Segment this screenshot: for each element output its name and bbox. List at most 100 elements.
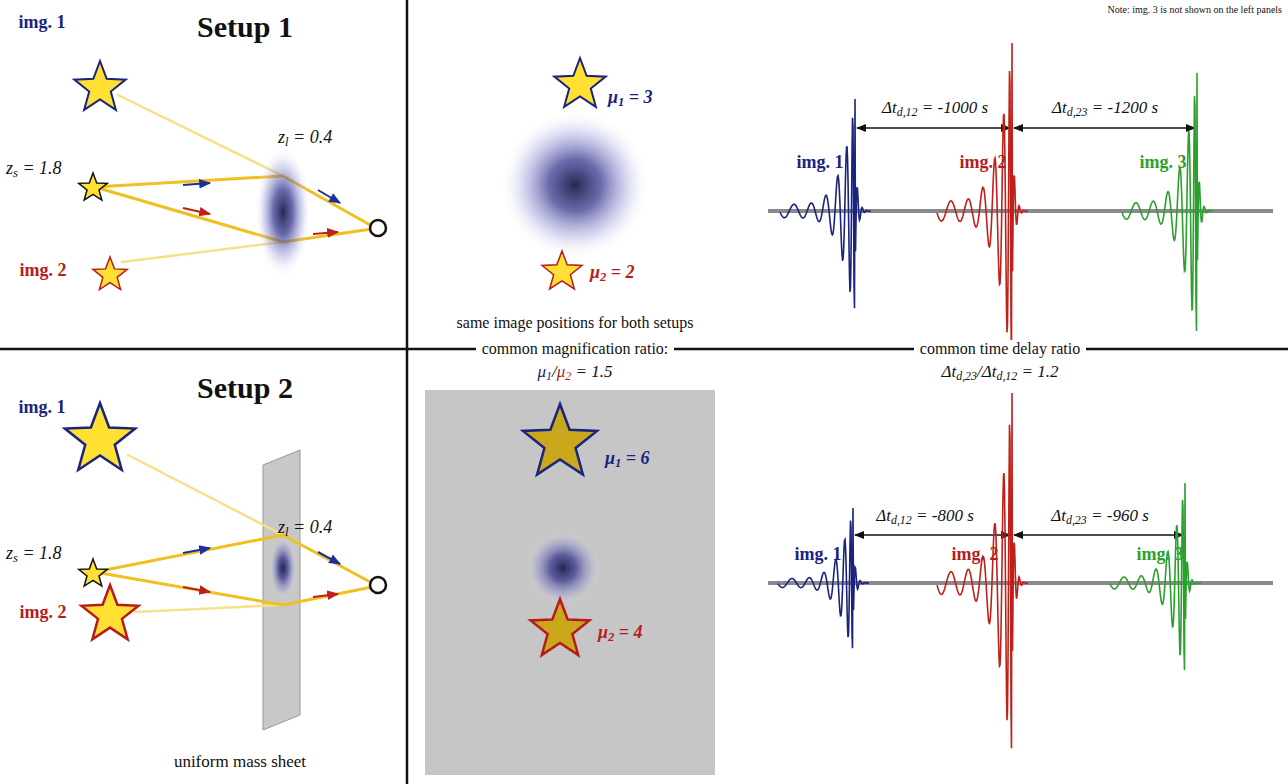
text-part: Δt [876,506,891,525]
text-part: = 1.2 [1017,362,1058,381]
text-part: μ [590,262,600,282]
text-part: d,12 [897,105,918,119]
label-text: μ2 = 2 [590,262,635,283]
text-part: = -1000 s [918,98,989,117]
text-part: μ [608,87,618,107]
label-text: img. 3 [1140,152,1187,173]
star-image [93,257,127,290]
text-part: d,12 [996,369,1017,383]
star-image [523,404,597,475]
text-part: = 6 [621,448,649,468]
ray-arrows [183,548,340,597]
label-text: common magnification ratio: [476,340,675,358]
label-text: same image positions for both setups [457,314,694,332]
label-text: img. 2 [20,602,67,623]
text-part: Δt [882,98,897,117]
label-text: Δtd,23 = -960 s [1051,506,1149,526]
text-part: Setup 1 [197,10,293,43]
ray-arrows [183,183,340,234]
text-part: μ [557,362,566,381]
text-part: img. 3 [1140,152,1187,172]
label-text: img. 1 [795,544,842,565]
text-part: = -1200 s [1088,98,1159,117]
waveform [937,43,1028,357]
label-text: img. 1 [19,12,66,33]
label-text: img. 1 [19,397,66,418]
label-text: Δtd,12 = -800 s [876,506,974,526]
text-part: z [278,517,285,537]
text-part: z [6,543,13,563]
text-part: Δt [1051,506,1066,525]
text-part: = 1.5 [571,362,612,381]
text-part: = 2 [606,262,634,282]
text-part: s [13,166,18,180]
star-image [65,403,135,470]
text-part: = -960 s [1087,506,1149,525]
text-part: μ [538,362,547,381]
label-text: common time delay ratio [914,340,1086,358]
label-text: Note: img. 3 is not shown on the left pa… [1108,4,1282,16]
text-part: = 0.4 [289,517,333,537]
label-text: img. 2 [960,152,1007,173]
light-rays [95,455,372,612]
mass-sheet-plane [425,390,715,775]
text-part: img. 1 [797,152,844,172]
mass-sheet [263,450,300,730]
star-image [79,559,108,586]
label-text: Δtd,23 = -1200 s [1052,98,1158,118]
text-part: = 0.4 [289,127,333,147]
text-part: l [285,135,289,149]
label-text: img. 2 [952,544,999,565]
text-part: same image positions for both setups [457,314,694,331]
label-text: Δtd,23/Δtd,12 = 1.2 [942,362,1059,382]
star-image [79,173,108,200]
text-part: Δt [942,362,957,381]
text-part: 1 [618,95,624,109]
text-part: common time delay ratio [920,340,1080,357]
label-text: Setup 1 [197,10,293,45]
text-part: common magnification ratio: [482,340,669,357]
text-part: 1 [615,456,621,470]
text-part: d,23 [1067,105,1088,119]
label-text: μ2 = 4 [598,622,643,643]
text-part: img. 1 [19,397,66,417]
waveform [778,508,869,648]
label-text: zs = 1.8 [6,158,62,179]
star-image [81,585,138,639]
text-part: z [6,158,13,178]
label-text: uniform mass sheet [174,752,306,772]
text-part: 1 [546,369,552,383]
text-part: μ [598,622,608,642]
text-part: img. 1 [19,12,66,32]
lens-galaxy [255,146,311,278]
star-image [531,599,590,655]
text-part: z [278,127,285,147]
label-text: Δtd,12 = -1000 s [882,98,988,118]
lens-galaxy [500,110,650,260]
text-part: img. 2 [20,260,67,280]
label-text: μ1 = 6 [605,448,650,469]
text-part: = 1.8 [18,158,62,178]
label-text: μ1/μ2 = 1.5 [538,362,613,382]
text-part: img. 3 [1137,544,1184,564]
text-part: = 4 [614,622,642,642]
text-part: d,12 [891,513,912,527]
text-part: 2 [608,630,614,644]
delay-arrows [855,128,1195,535]
text-part: = -800 s [912,506,974,525]
panel-divider [406,0,409,784]
label-text: Setup 2 [197,371,293,406]
text-part: 2 [600,270,606,284]
text-part: d,23 [956,369,977,383]
label-text: img. 1 [797,152,844,173]
text-part: img. 2 [960,152,1007,172]
waveform [937,393,1028,748]
text-part: Δt [1052,98,1067,117]
text-part: img. 2 [952,544,999,564]
observer [370,577,386,593]
text-part: img. 1 [795,544,842,564]
label-text: zl = 0.4 [278,127,332,148]
text-part: d,23 [1066,513,1087,527]
lens-galaxy [269,536,297,600]
